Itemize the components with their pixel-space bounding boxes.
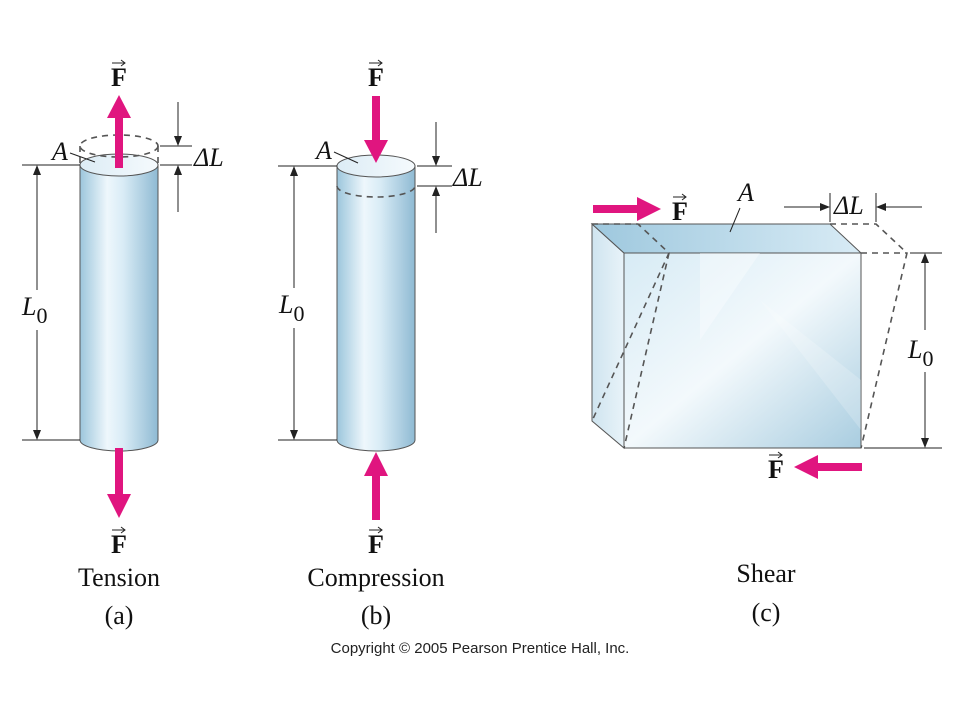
shear-force-label-top: F [672,193,688,226]
svg-text:F: F [768,455,784,484]
tension-force-label-bottom: F [111,526,127,559]
panel-compression: F F A L0 ΔL Comp [276,59,483,630]
tension-length-dimension [20,164,80,441]
shear-block [590,222,863,450]
panel-tension: F F A L0 ΔL [20,59,224,630]
tension-area-label: A [50,137,68,166]
shear-area-leader [729,207,741,233]
shear-area-label: A [736,178,754,207]
shear-panel-letter: (c) [752,598,781,627]
tension-rod [79,153,159,452]
tension-force-arrow-bottom [107,448,131,518]
compression-force-label-bottom: F [368,526,384,559]
compression-force-label-top: F [368,59,384,92]
shear-force-arrow-bottom [794,455,862,479]
compression-delta-label: ΔL [452,163,483,192]
tension-force-arrow-top [107,95,131,168]
tension-elongation-outline [79,134,159,165]
copyright-notice: Copyright © 2005 Pearson Prentice Hall, … [331,640,630,657]
compression-area-leader [333,151,359,164]
shear-caption: Shear [736,559,796,588]
svg-text:F: F [368,530,384,559]
compression-length-dimension [276,165,337,441]
compression-shortened-outline [336,185,416,198]
tension-area-leader [69,152,96,163]
shear-force-arrow-top [593,197,661,221]
shear-length-label: L0 [907,335,933,371]
compression-force-arrow-bottom [364,452,388,520]
compression-length-label: L0 [278,290,304,326]
compression-delta-dimension [417,122,452,233]
shear-length-dimension [864,252,946,449]
panel-shear: F F A ΔL L0 Shea [590,178,946,627]
shear-delta-dimension [784,193,922,222]
svg-text:F: F [368,63,384,92]
compression-rod [336,154,416,452]
shear-force-label-bottom: F [768,451,784,484]
svg-text:F: F [111,530,127,559]
tension-force-label-top: F [111,59,127,92]
shear-delta-label: ΔL [833,191,864,220]
svg-text:F: F [672,197,688,226]
compression-panel-letter: (b) [361,601,391,630]
tension-length-label: L0 [21,292,47,328]
tension-caption: Tension [78,563,160,592]
compression-caption: Compression [307,563,444,592]
compression-area-label: A [314,136,332,165]
compression-force-arrow-top [364,96,388,163]
tension-delta-dimension [160,102,192,212]
tension-panel-letter: (a) [105,601,134,630]
tension-delta-label: ΔL [193,143,224,172]
svg-text:F: F [111,63,127,92]
shear-deformed-outline [591,223,908,449]
